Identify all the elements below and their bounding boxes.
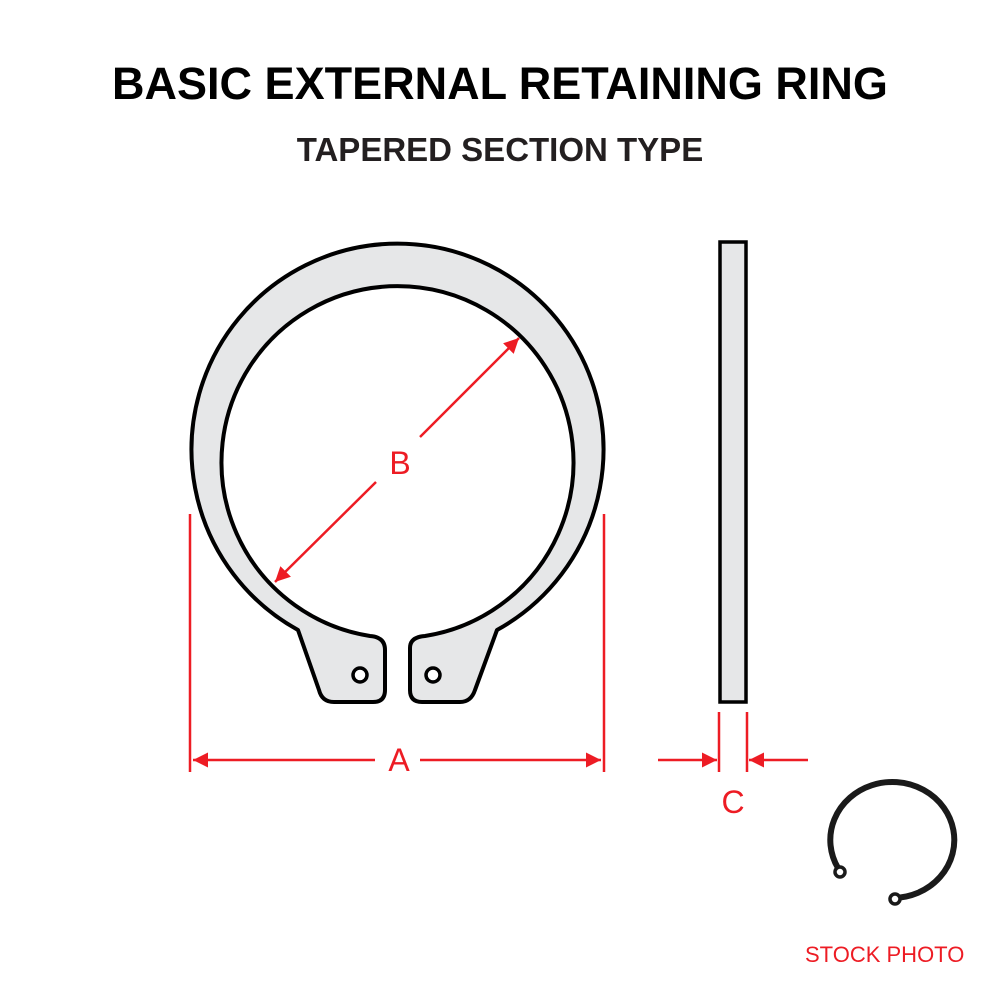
ring-front-view [189,241,606,704]
dim-b-label: B [389,445,410,481]
dim-b-arrow-up [419,337,520,438]
diagram-subtitle: TAPERED SECTION TYPE [296,131,704,168]
ring-side-view [718,240,748,704]
dim-c-label: C [721,784,744,820]
lug-hole-right [424,666,442,684]
dim-b-arrow-down [274,481,377,583]
diagram-title: BASIC EXTERNAL RETAINING RING [112,58,888,109]
stock-photo-label: STOCK PHOTO [805,942,965,967]
dim-a-label: A [388,742,410,778]
stock-photo-ring [827,779,958,906]
lug-hole-left [351,666,369,684]
